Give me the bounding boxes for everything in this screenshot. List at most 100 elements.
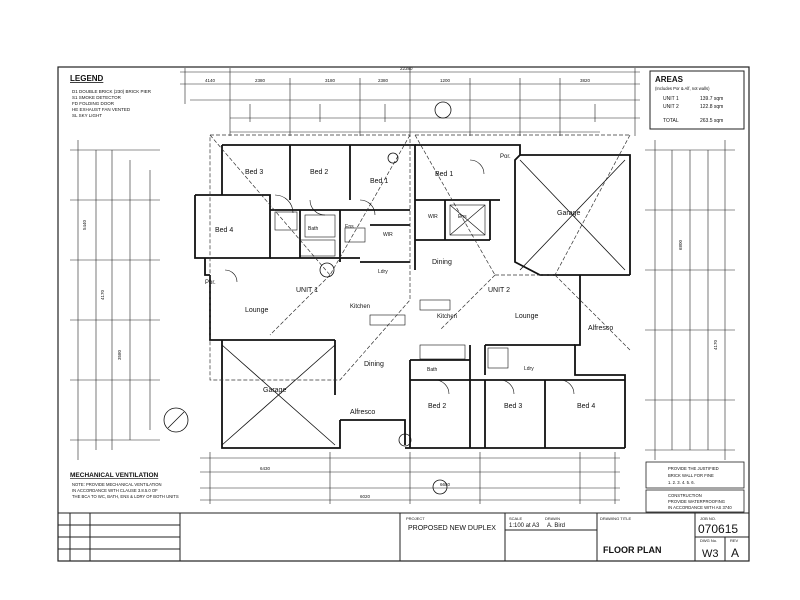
room-label: Alfresco xyxy=(350,409,375,416)
room-label: Ens xyxy=(345,224,354,230)
ventilation-line: NOTE: PROVIDE MECHANICAL VENTILATION xyxy=(72,482,162,487)
right-notes: PROVIDE THE JUSTIFIED BRICK WALL FOR FIN… xyxy=(645,461,745,513)
room-label: Bed 3 xyxy=(245,169,263,176)
dim-label: 6800 xyxy=(678,239,683,250)
drawing-title: FLOOR PLAN xyxy=(603,545,662,555)
room-label: Por. xyxy=(500,154,511,160)
room-label: UNIT 1 xyxy=(296,287,318,294)
dim-label: 3180 xyxy=(325,78,336,83)
room-label: Bed 4 xyxy=(215,227,233,234)
legend-item: FD FOLDING DOOR xyxy=(72,101,115,106)
note-line: BRICK WALL FOR FINE xyxy=(668,473,714,478)
dim-label: 5440 xyxy=(82,219,87,230)
bottom-dimensions xyxy=(200,452,620,504)
project-name: PROPOSED NEW DUPLEX xyxy=(408,525,496,532)
title-label: REV xyxy=(730,538,739,543)
room-label: Bed 1 xyxy=(435,171,453,178)
room-label: Ldry xyxy=(378,269,388,275)
room-label: Bed 1 xyxy=(370,178,388,185)
legend-item: D1 DOUBLE BRICK (230) BRICK PIER xyxy=(72,89,152,94)
note-line: IN ACCORDANCE WITH AS 3740 xyxy=(668,505,732,510)
room-label: Bed 4 xyxy=(577,403,595,410)
scale-value: 1:100 at A3 xyxy=(509,523,540,529)
room-label: WIR xyxy=(383,232,393,238)
dim-label: 3580 xyxy=(117,349,122,360)
title-label: DRAWN xyxy=(545,516,560,521)
title-block xyxy=(57,512,750,562)
title-label: JOB NO. xyxy=(700,516,716,521)
dim-label: 4170 xyxy=(100,289,105,300)
room-label: Bed 2 xyxy=(428,403,446,410)
revision-letter: A xyxy=(731,546,739,560)
areas-row-value: 263.5 sqm xyxy=(700,118,723,124)
left-dimensions xyxy=(70,140,160,460)
title-label: SCALE xyxy=(509,516,522,521)
legend-item: SL SKY LIGHT xyxy=(72,113,102,118)
drawing-number: W3 xyxy=(702,548,719,560)
plan-walls xyxy=(194,144,631,449)
room-labels: Bed 3 Bed 2 Bed 1 Bed 4 WIR Ens Bath Ldr… xyxy=(205,154,613,416)
right-dimensions xyxy=(645,140,735,460)
north-arrow-icon xyxy=(163,101,452,495)
room-label: Kitchen xyxy=(437,314,457,320)
dim-label: 6020 xyxy=(360,494,371,499)
wet-areas xyxy=(274,204,509,369)
legend: LEGEND D1 DOUBLE BRICK (230) BRICK PIER … xyxy=(70,74,152,118)
room-label: Lounge xyxy=(515,313,538,320)
job-number: 070615 xyxy=(698,522,738,536)
note-line: CONSTRUCTION xyxy=(668,493,702,498)
ventilation-title: MECHANICAL VENTILATION xyxy=(70,472,159,479)
note-line: PROVIDE THE JUSTIFIED xyxy=(668,466,719,471)
room-label: Lounge xyxy=(245,307,268,314)
room-label: Bath xyxy=(427,367,438,373)
dim-label: 2380 xyxy=(255,78,266,83)
room-label: Garage xyxy=(557,210,580,217)
areas-box: AREAS (Includes Por & Alf, not walls) UN… xyxy=(649,70,745,130)
room-label: Ens xyxy=(458,214,467,220)
room-label: Kitchen xyxy=(350,304,370,310)
room-label: Por. xyxy=(205,280,216,286)
title-label: PROJECT xyxy=(406,516,425,521)
dim-label: 6430 xyxy=(260,466,271,471)
note-line: PROVIDE WATERPROOFING xyxy=(668,499,725,504)
room-label: Alfresco xyxy=(588,325,613,332)
room-label: WIR xyxy=(428,214,438,220)
room-label: Garage xyxy=(263,387,286,394)
areas-row-label: TOTAL xyxy=(663,118,679,124)
ventilation-line: THE BCA TO WC, BATH, ENS & LDRY OF BOTH … xyxy=(72,494,179,499)
room-label: Dining xyxy=(364,361,384,368)
room-label: Dining xyxy=(432,259,452,266)
dim-label: 4170 xyxy=(713,339,718,350)
dim-label: 2380 xyxy=(378,78,389,83)
sheet-border xyxy=(57,66,750,562)
dim-label: 22380 xyxy=(400,66,413,71)
dim-label: 4140 xyxy=(205,78,216,83)
garage-diagonals xyxy=(221,159,626,446)
areas-row-value: 122.8 sqm xyxy=(700,104,723,110)
dim-label: 3820 xyxy=(580,78,591,83)
title-label: DRAWING TITLE xyxy=(600,516,631,521)
title-label: DWG No. xyxy=(700,538,717,543)
areas-row-label: UNIT 1 xyxy=(663,96,679,102)
room-label: Bath xyxy=(308,226,319,232)
note-line: 1. 2. 3. 4. 5. 6. xyxy=(668,480,695,485)
areas-row-label: UNIT 2 xyxy=(663,104,679,110)
legend-item: S1 SMOKE DETECTOR xyxy=(72,95,122,100)
dim-label: 1200 xyxy=(440,78,451,83)
areas-title: AREAS xyxy=(655,75,684,84)
top-dimensions xyxy=(180,68,640,136)
room-label: Bed 3 xyxy=(504,403,522,410)
legend-item: HE EXHAUST FAN VENTED xyxy=(72,107,131,112)
ventilation-note: MECHANICAL VENTILATION NOTE: PROVIDE MEC… xyxy=(70,472,179,499)
areas-row-value: 139.7 sqm xyxy=(700,96,723,102)
room-label: Ldry xyxy=(524,366,534,372)
doors xyxy=(224,159,575,395)
drawn-value: A. Bird xyxy=(547,523,565,529)
legend-title: LEGEND xyxy=(70,74,104,83)
areas-subtitle: (Includes Por & Alf, not walls) xyxy=(655,86,710,91)
room-label: UNIT 2 xyxy=(488,287,510,294)
dim-label: 6650 xyxy=(440,482,451,487)
room-label: Bed 2 xyxy=(310,169,328,176)
ventilation-line: IN ACCORDANCE WITH CLAUSE 3.8.5.0 OF xyxy=(72,488,158,493)
